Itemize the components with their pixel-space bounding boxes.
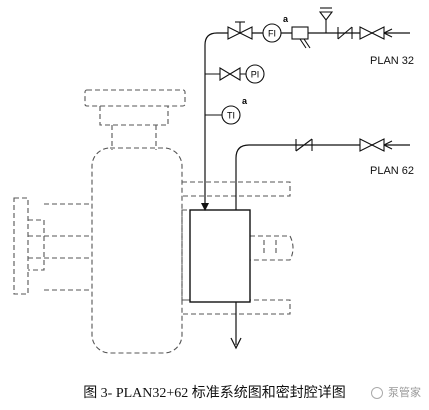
watermark: 泵管家: [370, 384, 421, 400]
pi-label: PI: [251, 70, 260, 80]
plan62-check-valve: [295, 138, 313, 152]
pi-branch: [205, 67, 246, 81]
plan62-label: PLAN 62: [370, 165, 414, 177]
fi-label: FI: [268, 29, 276, 39]
seal-chamber: [189, 209, 251, 303]
drain-arrow: [230, 337, 242, 350]
ti-note: a: [242, 96, 248, 106]
ti-label: TI: [227, 111, 235, 121]
plan62-gate-valve: [359, 138, 385, 152]
watermark-logo-icon: [370, 387, 383, 400]
plan32-gate-valve: [359, 26, 385, 40]
ti-instrument-icon: [221, 105, 241, 125]
plan32-check-valve: [337, 26, 353, 40]
arrow-into-chamber: [201, 203, 209, 211]
flow-control-valve: [318, 7, 334, 33]
plan32-label: PLAN 32: [370, 55, 414, 67]
pump-outline: [13, 89, 294, 354]
strainer-icon: [291, 26, 311, 49]
piping-diagram: FI a PLAN 32 PI TI a: [13, 7, 414, 354]
plan32-line: [204, 32, 410, 210]
figure-caption: 图 3- PLAN32+62 标准系统图和密封腔详图: [83, 386, 346, 401]
fi-instrument-icon: [262, 23, 282, 43]
watermark-text: 泵管家: [388, 387, 421, 399]
plan62-line: [235, 144, 410, 210]
fi-note: a: [283, 14, 289, 24]
pi-instrument-icon: [245, 64, 265, 84]
plan32-isolation-valve: [227, 21, 253, 40]
